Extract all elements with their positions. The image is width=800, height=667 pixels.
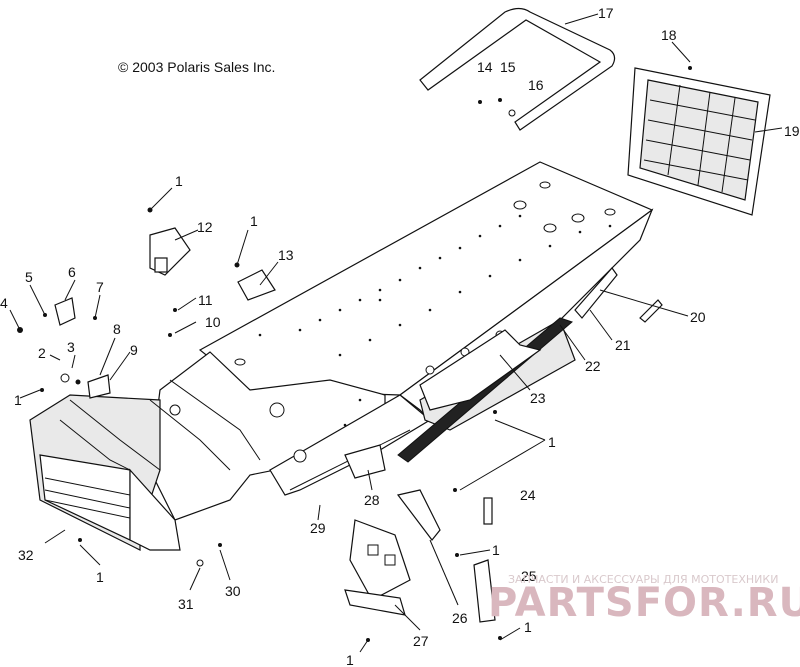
callout-1-upper: 1: [250, 213, 258, 229]
bracket-6: [54, 297, 76, 326]
callout-1-low: 1: [524, 619, 532, 635]
cover-28: [344, 444, 386, 479]
callout-18: 18: [661, 27, 677, 43]
callout-labels: 17 18 14 15 16 19 20 21 22 23 1 24 1 25 …: [0, 5, 800, 667]
callout-12: 12: [197, 219, 213, 235]
callout-6: 6: [68, 264, 76, 280]
bracket-8: [87, 374, 111, 399]
rear-bumper: [419, 7, 616, 131]
callout-23: 23: [530, 390, 546, 406]
leader-lines: [9, 13, 783, 653]
watermark-caption: ЗАПЧАСТИ И АКСЕССУАРЫ ДЛЯ МОТОТЕХНИКИ: [508, 573, 778, 586]
callout-26: 26: [452, 610, 468, 626]
callout-24: 24: [520, 487, 536, 503]
callout-1-front: 1: [96, 569, 104, 585]
callout-5: 5: [25, 269, 33, 285]
copyright-notice: © 2003 Polaris Sales Inc.: [118, 59, 275, 75]
callout-21: 21: [615, 337, 631, 353]
callout-2: 2: [38, 345, 46, 361]
fasteners: [17, 66, 692, 642]
callout-4: 4: [0, 295, 8, 311]
callout-16: 16: [528, 77, 544, 93]
callout-1-bottom: 1: [346, 652, 354, 667]
callout-19: 19: [784, 123, 800, 139]
snowflap: [627, 67, 771, 216]
callout-7: 7: [96, 279, 104, 295]
callout-22: 22: [585, 358, 601, 374]
callout-9: 9: [130, 342, 138, 358]
callout-30: 30: [225, 583, 241, 599]
bracket-26: [396, 489, 441, 541]
bracket-13: [237, 269, 276, 301]
watermark-brand: PARTSFOR.RU: [488, 580, 800, 626]
callout-11: 11: [198, 292, 213, 308]
callout-28: 28: [364, 492, 380, 508]
callout-27: 27: [413, 633, 429, 649]
callout-10: 10: [205, 314, 221, 330]
bracket-12: [149, 227, 191, 276]
callout-32: 32: [18, 547, 34, 563]
callout-13: 13: [278, 247, 294, 263]
callout-1-left: 1: [14, 392, 22, 408]
callout-25: 25: [521, 568, 537, 584]
callout-1-top: 1: [175, 173, 183, 189]
callout-15: 15: [500, 59, 516, 75]
footrest-bracket: [419, 329, 542, 411]
callout-17: 17: [598, 5, 614, 21]
bracket-27: [349, 519, 411, 601]
handle-24: [483, 497, 493, 525]
rear-rail: [574, 267, 618, 319]
callout-1-right: 1: [548, 434, 556, 450]
callout-31: 31: [178, 596, 194, 612]
bracket-25: [473, 559, 496, 623]
callout-1-mid: 1: [492, 542, 500, 558]
callout-20: 20: [690, 309, 706, 325]
watermark: ЗАПЧАСТИ И АКСЕССУАРЫ ДЛЯ МОТОТЕХНИКИ PA…: [488, 573, 800, 626]
callout-29: 29: [310, 520, 326, 536]
callout-14: 14: [477, 59, 493, 75]
callout-3: 3: [67, 339, 75, 355]
chassis-tunnel: [29, 161, 654, 551]
callout-8: 8: [113, 321, 121, 337]
